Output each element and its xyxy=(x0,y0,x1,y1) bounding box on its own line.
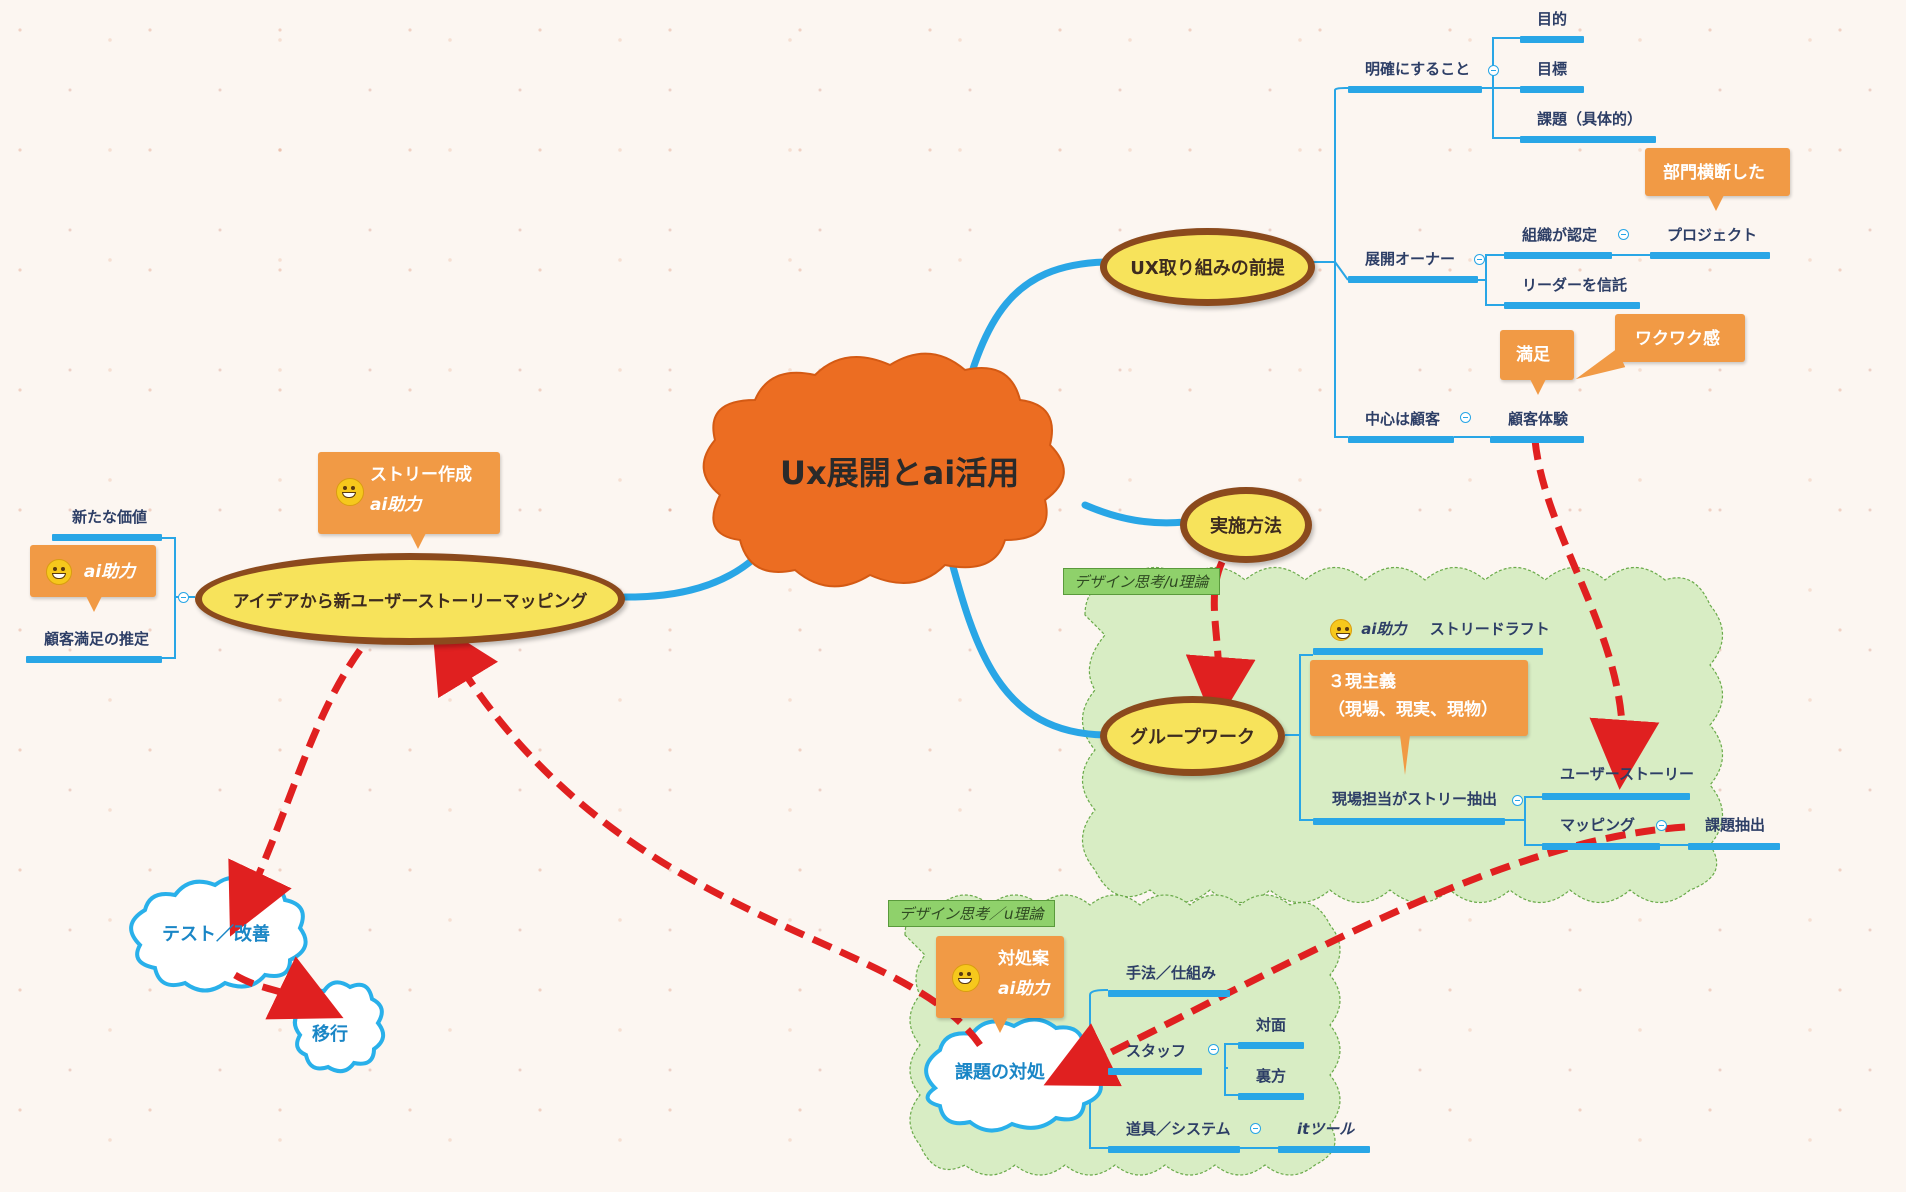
story-creation-label: ストリー作成 xyxy=(370,465,472,485)
callout-cross-dept[interactable]: 部門横断した xyxy=(1645,148,1790,211)
collapse-toggle-owner[interactable] xyxy=(1474,254,1485,265)
node-issue-extract[interactable]: 課題抽出 xyxy=(1705,816,1766,834)
node-target[interactable]: 目標 xyxy=(1537,60,1568,78)
collapse-toggle-idea[interactable] xyxy=(178,592,189,603)
callout-excitement[interactable]: ワクワク感 xyxy=(1571,314,1745,389)
groupwork-connectors xyxy=(1285,654,1688,846)
node-it-tool[interactable]: itツール xyxy=(1297,1118,1354,1139)
callout-tail xyxy=(1708,195,1724,211)
relationship-arrows xyxy=(228,439,1686,1087)
callout-three-real[interactable]: ３現主義 （現場、現実、現物） xyxy=(1310,660,1528,775)
collapse-toggle-field[interactable] xyxy=(1512,795,1523,806)
collapse-toggle-org[interactable] xyxy=(1618,229,1629,240)
node-method-mechanism[interactable]: 手法／仕組み xyxy=(1126,964,1217,982)
node-user-story[interactable]: ユーザーストーリー xyxy=(1560,765,1694,783)
collapse-toggle-mapping[interactable] xyxy=(1656,820,1667,831)
topic-ux-premise[interactable]: UX取り組みの前提 xyxy=(1100,228,1315,306)
arrow-countermeasure-to-idea xyxy=(431,620,983,1048)
arrow-idea-to-test xyxy=(228,647,363,937)
smiley-icon xyxy=(46,559,72,585)
collapse-toggle-customer[interactable] xyxy=(1460,412,1471,423)
connector-central-method xyxy=(1081,501,1189,527)
node-customer-experience[interactable]: 顧客体験 xyxy=(1508,410,1569,428)
arrow-experience-to-userstory xyxy=(1531,439,1660,790)
node-back-office[interactable]: 裏方 xyxy=(1256,1067,1287,1085)
callout-idea-ai[interactable]: ai助力 xyxy=(30,545,156,612)
collapse-toggle-clarify[interactable] xyxy=(1488,65,1499,76)
callout-story-creation[interactable]: ストリー作成 ai助力 xyxy=(318,452,500,549)
flow-test-improve[interactable]: テスト／改善 xyxy=(162,924,270,945)
smiley-icon xyxy=(952,964,980,992)
callout-tail xyxy=(992,1017,1008,1033)
callout-tail xyxy=(1400,735,1410,775)
boundary-tag-countermeasure: デザイン思考／u理論 xyxy=(888,900,1055,927)
ai-help-label: ai助力 xyxy=(1361,620,1407,638)
node-face-to-face[interactable]: 対面 xyxy=(1256,1016,1287,1034)
arrow-test-to-migration xyxy=(233,956,344,1020)
collapse-toggle-staff[interactable] xyxy=(1208,1044,1219,1055)
node-purpose[interactable]: 目的 xyxy=(1537,10,1568,28)
topic-group-work[interactable]: グループワーク xyxy=(1100,696,1285,776)
topic-method[interactable]: 実施方法 xyxy=(1180,487,1312,563)
node-issue-specific[interactable]: 課題（具体的） xyxy=(1537,110,1643,128)
smiley-icon xyxy=(1330,618,1352,641)
callout-satisfaction-text: 満足 xyxy=(1516,345,1550,365)
idea-ai-label: ai助力 xyxy=(83,562,136,582)
central-cloud xyxy=(702,352,1065,588)
node-staff[interactable]: スタッフ xyxy=(1126,1042,1187,1060)
callout-tail xyxy=(1530,379,1546,395)
story-draft-label: ストリードラフト xyxy=(1429,620,1550,638)
node-new-value[interactable]: 新たな価値 xyxy=(72,508,148,526)
node-clarify[interactable]: 明確にすること xyxy=(1365,60,1471,78)
boundary-tag-group-work: デザイン思考/u理論 xyxy=(1063,568,1220,595)
callout-countermeasure[interactable]: 対処案 ai助力 xyxy=(936,936,1064,1033)
node-satisfaction-estimate[interactable]: 顧客満足の推定 xyxy=(44,630,150,648)
topic-idea-story[interactable]: アイデアから新ユーザーストーリーマッピング xyxy=(195,553,625,645)
countermeasure-ai-label: ai助力 xyxy=(998,979,1050,999)
story-ai-label: ai助力 xyxy=(370,495,422,515)
node-leader-trust[interactable]: リーダーを信託 xyxy=(1522,276,1628,294)
callout-cross-dept-text: 部門横断した xyxy=(1663,163,1765,183)
node-mapping[interactable]: マッピング xyxy=(1560,816,1636,834)
countermeasure-title: 対処案 xyxy=(998,949,1049,969)
smiley-icon xyxy=(336,478,364,506)
callout-satisfaction[interactable]: 満足 xyxy=(1500,330,1574,395)
node-tool-system[interactable]: 道具／システム xyxy=(1126,1120,1231,1138)
premise-connectors xyxy=(1312,37,1650,438)
callout-tail xyxy=(410,533,426,549)
node-owner[interactable]: 展開オーナー xyxy=(1365,250,1456,268)
callout-excitement-text: ワクワク感 xyxy=(1635,329,1720,349)
flow-countermeasure[interactable]: 課題の対処 xyxy=(955,1062,1045,1083)
node-customer-center[interactable]: 中心は顧客 xyxy=(1365,410,1441,428)
callout-tail xyxy=(86,596,102,612)
collapse-toggle-tools[interactable] xyxy=(1250,1123,1261,1134)
central-topic[interactable]: Ux展開とai活用 xyxy=(780,454,1020,492)
node-story-draft[interactable]: ai助力 ストリードラフト xyxy=(1330,618,1550,641)
it-tool-label: itツール xyxy=(1297,1120,1355,1138)
arrow-issue-to-countermeasure xyxy=(1043,823,1686,1087)
flow-migration[interactable]: 移行 xyxy=(312,1024,348,1045)
node-org-certified[interactable]: 組織が認定 xyxy=(1522,226,1598,244)
node-project[interactable]: プロジェクト xyxy=(1667,226,1758,244)
three-real-line2: （現場、現実、現物） xyxy=(1328,700,1498,720)
connector-central-groupwork xyxy=(944,544,1109,739)
three-real-line1: ３現主義 xyxy=(1328,672,1396,692)
node-field-extract[interactable]: 現場担当がストリー抽出 xyxy=(1332,790,1498,808)
